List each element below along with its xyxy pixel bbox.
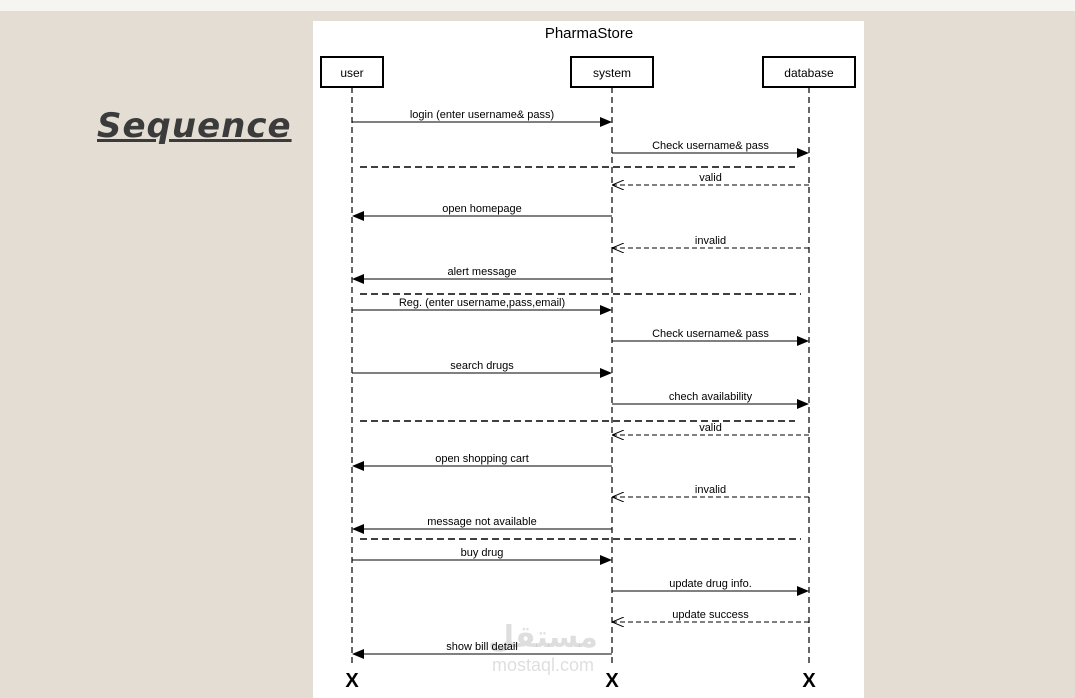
return-message: invalid (613, 484, 809, 497)
message: update drug info. (612, 578, 809, 596)
message-label: valid (699, 172, 722, 184)
lifeline-database: database (762, 56, 856, 667)
lifeline-label: database (784, 66, 834, 80)
message: open shopping cart (352, 453, 612, 471)
message-label: Reg. (enter username,pass,email) (399, 297, 565, 309)
message-label: invalid (695, 484, 726, 496)
message-label: message not available (427, 516, 536, 528)
lifeline-user: user (320, 56, 384, 667)
message: alert message (352, 266, 612, 284)
sequence-diagram-panel: PharmaStore user system database login (en… (313, 21, 864, 698)
return-message: valid (613, 172, 809, 185)
message-label: login (enter username& pass) (410, 109, 554, 121)
message: search drugs (352, 360, 612, 378)
message-label: open homepage (442, 203, 522, 215)
lifeline-box (320, 56, 384, 88)
message-label: Check username& pass (652, 328, 769, 340)
message-label: open shopping cart (435, 453, 529, 465)
destroy-marker-database: X (802, 670, 816, 692)
message: buy drug (352, 547, 612, 565)
message-label: update drug info. (669, 578, 752, 590)
message-label: search drugs (450, 360, 514, 372)
lifeline-box (570, 56, 654, 88)
return-message: valid (613, 422, 809, 435)
destroy-marker-user: X (345, 670, 359, 692)
slide-top-band (0, 0, 1075, 11)
message: Check username& pass (612, 140, 809, 158)
message-label: valid (699, 422, 722, 434)
diagram-title: PharmaStore (545, 25, 633, 42)
return-message: update success (613, 609, 809, 622)
lifeline-label: user (340, 66, 363, 80)
message-label: buy drug (461, 547, 504, 559)
destroy-marker-system: X (605, 670, 619, 692)
message-label: update success (672, 609, 749, 621)
message-label: invalid (695, 235, 726, 247)
message: open homepage (352, 203, 612, 221)
lifeline-system: system (570, 56, 654, 667)
message-label: chech availability (669, 391, 753, 403)
message: message not available (352, 516, 612, 534)
lifeline-label: system (593, 66, 631, 80)
message-label: show bill detail (446, 641, 518, 653)
message-label: Check username& pass (652, 140, 769, 152)
slide-title: Sequence (97, 106, 292, 146)
message: login (enter username& pass) (352, 109, 612, 127)
message: Reg. (enter username,pass,email) (352, 297, 612, 315)
lifeline-box (762, 56, 856, 88)
message: chech availability (612, 391, 809, 409)
message: Check username& pass (612, 328, 809, 346)
return-message: invalid (613, 235, 809, 248)
sequence-diagram: PharmaStore user system database login (en… (320, 25, 856, 692)
message-label: alert message (447, 266, 516, 278)
message: show bill detail (352, 641, 612, 659)
